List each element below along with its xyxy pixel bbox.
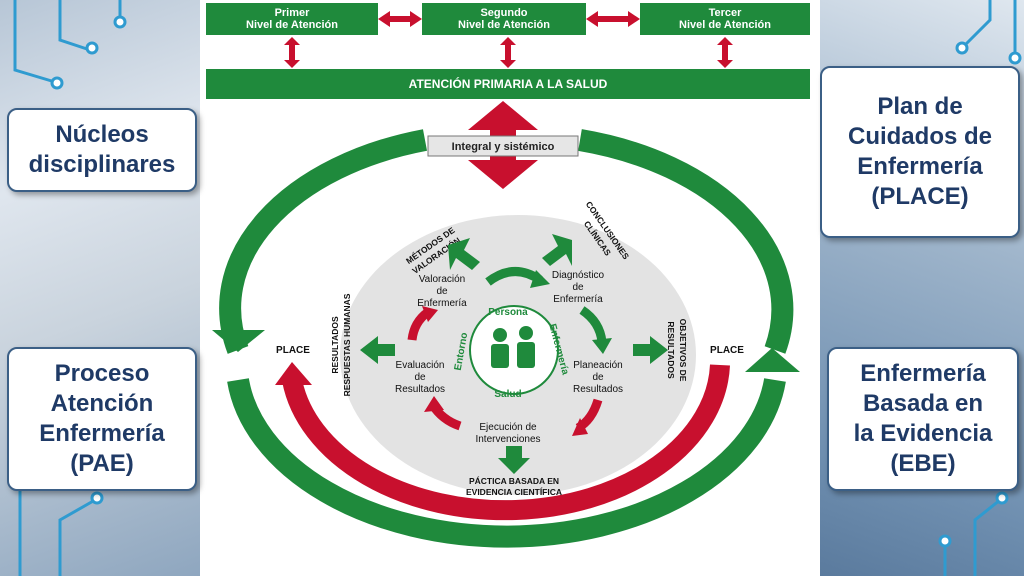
card-line: Cuidados de xyxy=(847,123,992,150)
level-label: Nivel de Atención xyxy=(679,19,771,31)
objetivos-label: OBJETIVOS DE xyxy=(678,319,688,382)
cycle-arrowhead xyxy=(530,270,550,288)
step-evaluacion: Resultados xyxy=(395,384,445,395)
step-evaluacion: Evaluación xyxy=(396,360,445,371)
card-line: Plan de xyxy=(877,93,963,120)
step-evaluacion: de xyxy=(414,372,426,383)
salud-label: Salud xyxy=(494,389,521,400)
card-line: Enfermería xyxy=(39,420,165,447)
card-pae: Proceso Atención Enfermería (PAE) xyxy=(7,347,197,491)
integral-label: Integral y sistémico xyxy=(452,141,555,153)
step-diagnostico: Enfermería xyxy=(553,294,603,305)
step-planeacion: Planeación xyxy=(573,360,622,371)
card-line: Basada en xyxy=(862,390,984,417)
card-line: Enfermería xyxy=(860,360,986,387)
resultados-respuestas-label: RESULTADOS xyxy=(330,316,340,374)
card-place: Plan de Cuidados de Enfermería (PLACE) xyxy=(820,66,1020,238)
integral-box xyxy=(427,135,579,157)
step-valoracion: de xyxy=(436,286,448,297)
outward-green-arrows xyxy=(360,234,668,474)
level-label: Primer xyxy=(275,7,311,19)
cycle-arrowhead xyxy=(592,338,612,354)
persona-circle xyxy=(469,305,559,395)
outer-green-arc-bottom xyxy=(227,378,786,548)
level-connector-arrows xyxy=(284,11,733,68)
card-line: disciplinares xyxy=(28,151,176,178)
place-label-left: PLACE xyxy=(276,345,310,356)
aps-label: ATENCIÓN PRIMARIA A LA SALUD xyxy=(409,76,608,91)
outer-green-arc-left xyxy=(219,129,428,354)
step-diagnostico: Diagnóstico xyxy=(552,270,605,281)
inner-red-arc xyxy=(282,364,730,521)
card-line: Proceso xyxy=(54,360,150,387)
level-label: Tercer xyxy=(709,7,743,19)
step-valoracion: Valoración xyxy=(419,274,466,285)
objetivos-label: RESULTADOS xyxy=(666,321,676,379)
step-ejecucion: Ejecución de xyxy=(479,422,537,433)
practica-label: EVIDENCIA CIENTÍFICA xyxy=(466,487,562,497)
step-ejecucion: Intervenciones xyxy=(475,434,540,445)
step-planeacion: Resultados xyxy=(573,384,623,395)
card-line: (PLACE) xyxy=(871,183,969,210)
persona-label: Persona xyxy=(488,307,528,318)
step-planeacion: de xyxy=(592,372,604,383)
card-line: Atención xyxy=(50,390,154,417)
practica-label: PÁCTICA BASADA EN xyxy=(469,476,559,486)
level-box-primer xyxy=(206,3,378,35)
cycle-arrowhead xyxy=(422,306,438,322)
right-green-arrowhead xyxy=(745,348,800,372)
level-label: Nivel de Atención xyxy=(246,19,338,31)
outer-green-arc-right xyxy=(578,129,794,354)
level-label: Nivel de Atención xyxy=(458,19,550,31)
level-box-segundo xyxy=(422,3,586,35)
cycle-arrowhead xyxy=(572,418,588,436)
card-line: (EBE) xyxy=(890,450,956,477)
persona-icon xyxy=(491,326,535,368)
step-diagnostico: de xyxy=(572,282,584,293)
card-ebe: Enfermería Basada en la Evidencia (EBE) xyxy=(827,347,1019,491)
cycle-arrow-right xyxy=(579,306,607,343)
red-arc-arrowhead xyxy=(275,362,312,385)
card-line: Enfermería xyxy=(857,153,983,180)
card-line: (PAE) xyxy=(70,450,134,477)
aps-bar xyxy=(206,69,810,99)
place-label-right: PLACE xyxy=(710,345,744,356)
cycle-arrowhead xyxy=(424,396,444,412)
left-green-arrowhead xyxy=(212,330,265,352)
card-line: Núcleos xyxy=(55,121,149,148)
card-nucleos-disciplinares: Núcleos disciplinares xyxy=(7,108,197,192)
card-line: la Evidencia xyxy=(853,420,993,447)
level-box-tercer xyxy=(640,3,810,35)
step-valoracion: Enfermería xyxy=(417,298,467,309)
resultados-respuestas-label: RESPUESTAS HUMANAS xyxy=(342,293,352,396)
level-label: Segundo xyxy=(480,7,527,19)
